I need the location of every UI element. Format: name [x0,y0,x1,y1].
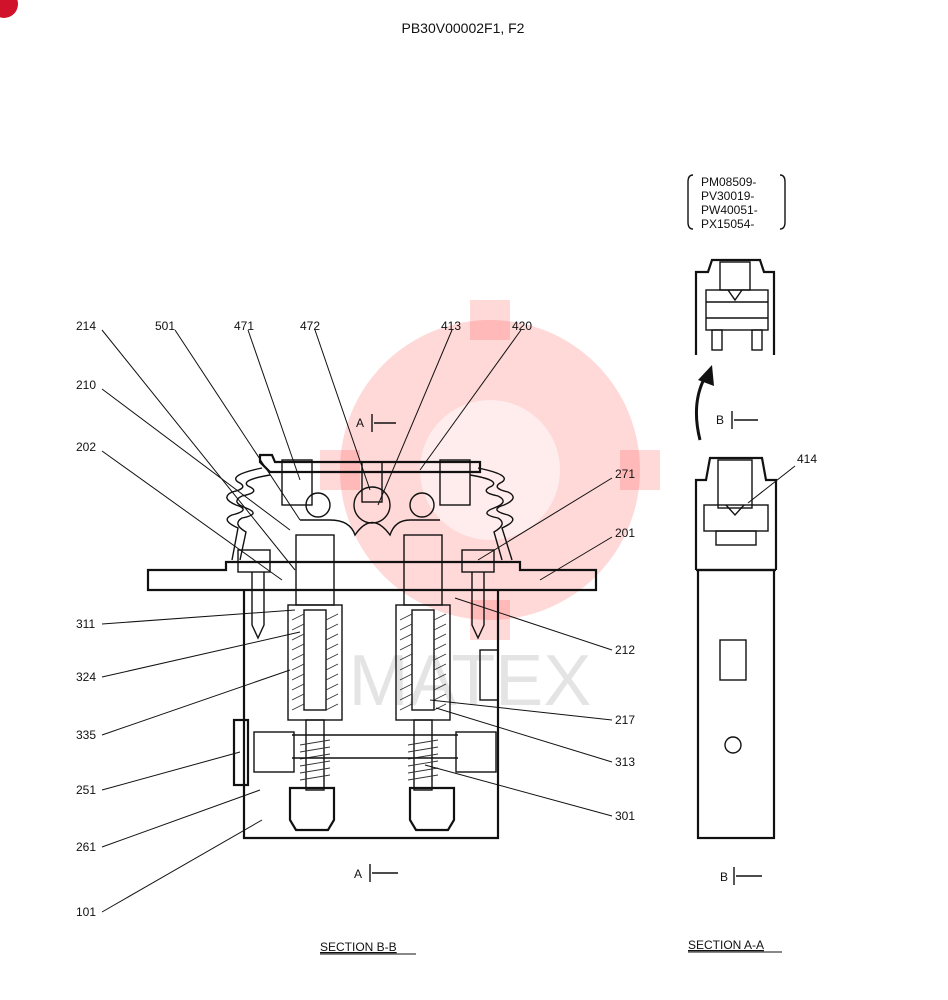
serial-range-box: PM08509- PV30019- PW40051- PX15054- [687,174,786,231]
part-label-212: 212 [615,643,635,657]
part-label-261: 261 [76,840,96,854]
part-label-335: 335 [76,728,96,742]
part-label-501: 501 [155,319,175,333]
svg-text:A: A [356,416,364,430]
serial-range-2: PV30019- [701,189,754,203]
part-label-313: 313 [615,755,635,769]
serial-range-4: PX15054- [701,217,754,231]
part-label-210: 210 [76,378,96,392]
part-label-471: 471 [234,319,254,333]
part-label-101: 101 [76,905,96,919]
section-bb-title: SECTION B-B [320,940,397,954]
part-label-202: 202 [76,440,96,454]
svg-text:B: B [716,413,724,427]
part-label-217: 217 [615,713,635,727]
part-label-420: 420 [512,319,532,333]
leader-lines [101,329,796,913]
part-label-414: 414 [797,452,817,466]
section-aa-drawing [694,456,778,840]
section-bb-drawing [146,453,598,840]
part-label-201: 201 [615,526,635,540]
part-label-251: 251 [76,783,96,797]
svg-text:B: B [720,870,728,884]
part-label-413: 413 [441,319,461,333]
part-label-301: 301 [615,809,635,823]
part-label-324: 324 [76,670,96,684]
section-aa-title: SECTION A-A [688,938,764,952]
cut-mark-a-top: A [356,414,396,432]
serial-range-3: PW40051- [701,203,758,217]
corner-badge [0,0,18,18]
part-label-311: 311 [76,617,95,631]
part-label-472: 472 [300,319,320,333]
arrow-head-icon [698,365,714,386]
part-label-214: 214 [76,319,96,333]
cut-mark-b-top: B [716,411,758,429]
section-aa-detail-upper [694,258,776,355]
cut-mark-b-bottom: B [720,867,762,885]
part-label-271: 271 [615,467,635,481]
cut-mark-a-bottom: A [354,864,398,882]
watermark-text: MATEX [349,641,592,721]
svg-text:A: A [354,867,362,881]
serial-range-1: PM08509- [701,175,756,189]
diagram-title: PB30V00002F1, F2 [402,20,525,36]
